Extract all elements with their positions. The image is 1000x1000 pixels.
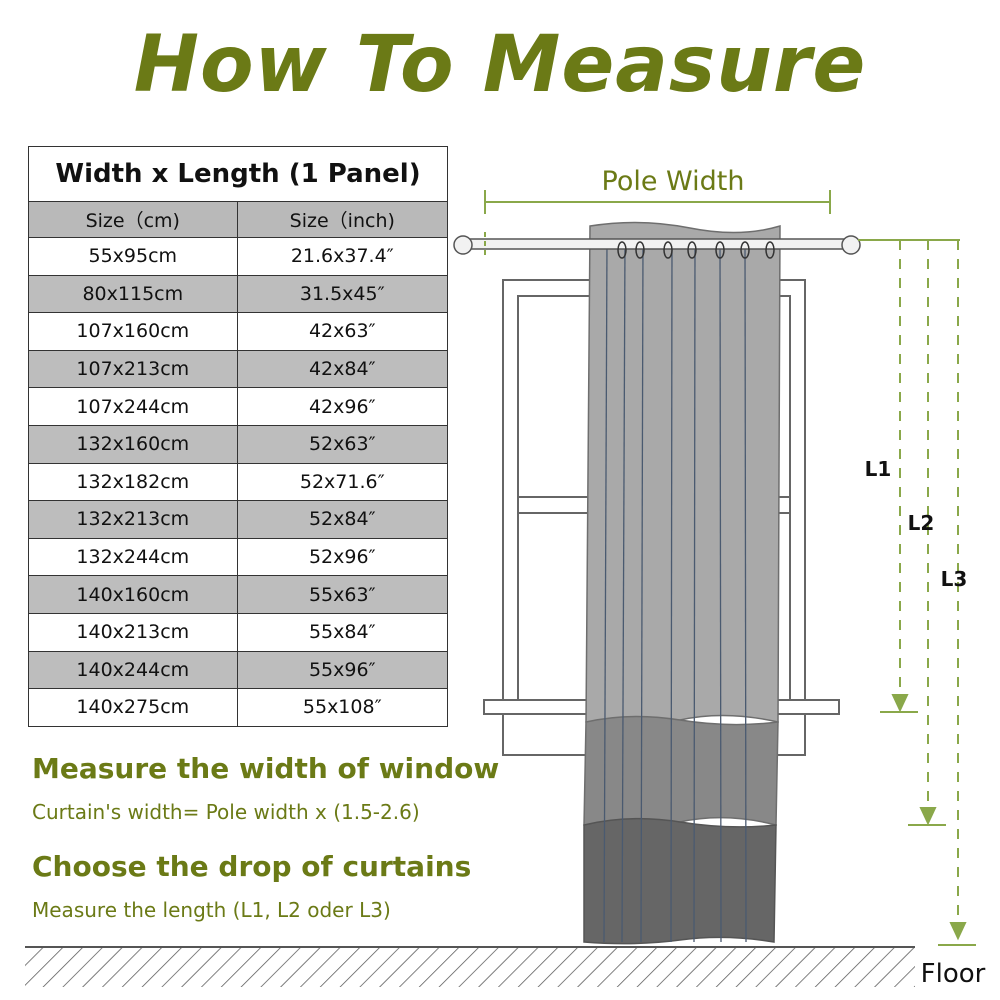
curtain-middle-panel bbox=[583, 715, 779, 829]
page-title: How To Measure bbox=[133, 20, 867, 110]
l2-label: L2 bbox=[908, 511, 935, 535]
size-inch-cell: 42x84″ bbox=[236, 349, 449, 389]
curtain-folds bbox=[603, 239, 747, 943]
size-cm-cell: 140x275cm bbox=[28, 688, 238, 727]
size-cm-cell: 107x213cm bbox=[28, 349, 238, 389]
size-cm-cell: 132x213cm bbox=[28, 500, 238, 539]
size-inch-cell: 52x63″ bbox=[236, 424, 449, 464]
curtain-rings bbox=[617, 241, 775, 259]
pole-rod bbox=[469, 238, 849, 250]
length-measures bbox=[858, 239, 976, 946]
width-text: Curtain's width= Pole width x (1.5-2.6) bbox=[32, 800, 420, 824]
pole-width-label: Pole Width bbox=[602, 166, 745, 197]
table-title: Width x Length (1 Panel) bbox=[28, 146, 448, 202]
size-inch-cell: 52x84″ bbox=[236, 500, 449, 539]
floor bbox=[25, 946, 915, 987]
column-header-cm: Size（cm) bbox=[28, 201, 238, 238]
size-inch-cell: 55x63″ bbox=[236, 575, 449, 614]
size-inch-cell: 52x71.6″ bbox=[236, 462, 449, 502]
pole-finial-left bbox=[453, 235, 473, 255]
curtain-bottom-panel bbox=[583, 817, 777, 945]
curtain bbox=[583, 221, 781, 945]
column-header-inch: Size（inch) bbox=[236, 201, 449, 238]
l1-label: L1 bbox=[865, 457, 892, 481]
curtain-pole bbox=[453, 235, 861, 259]
size-cm-cell: 140x244cm bbox=[28, 650, 238, 690]
size-inch-cell: 42x96″ bbox=[236, 387, 449, 426]
floor-hatching bbox=[25, 947, 915, 987]
size-inch-cell: 55x84″ bbox=[236, 612, 449, 652]
curtain-top-panel bbox=[585, 221, 781, 727]
size-cm-cell: 140x160cm bbox=[28, 575, 238, 614]
size-cm-cell: 107x244cm bbox=[28, 387, 238, 426]
width-heading: Measure the width of window bbox=[32, 752, 500, 785]
drop-text: Measure the length (L1, L2 oder L3) bbox=[32, 898, 391, 922]
pole-width-measure bbox=[484, 190, 831, 258]
size-inch-cell: 55x108″ bbox=[236, 688, 449, 727]
size-inch-cell: 42x63″ bbox=[236, 312, 449, 351]
drop-heading: Choose the drop of curtains bbox=[32, 850, 472, 883]
size-cm-cell: 132x160cm bbox=[28, 424, 238, 464]
size-cm-cell: 132x182cm bbox=[28, 462, 238, 502]
floor-label: Floor bbox=[921, 959, 986, 989]
size-cm-cell: 55x95cm bbox=[28, 237, 238, 276]
size-cm-cell: 132x244cm bbox=[28, 537, 238, 577]
size-cm-cell: 80x115cm bbox=[28, 274, 238, 314]
size-inch-cell: 21.6x37.4″ bbox=[236, 237, 449, 276]
l3-label: L3 bbox=[941, 567, 968, 591]
size-cm-cell: 107x160cm bbox=[28, 312, 238, 351]
size-inch-cell: 31.5x45″ bbox=[236, 274, 449, 314]
pole-finial-right bbox=[841, 235, 861, 255]
size-inch-cell: 52x96″ bbox=[236, 537, 449, 577]
size-table: Width x Length (1 Panel) Size（cm) Size（i… bbox=[28, 146, 449, 727]
